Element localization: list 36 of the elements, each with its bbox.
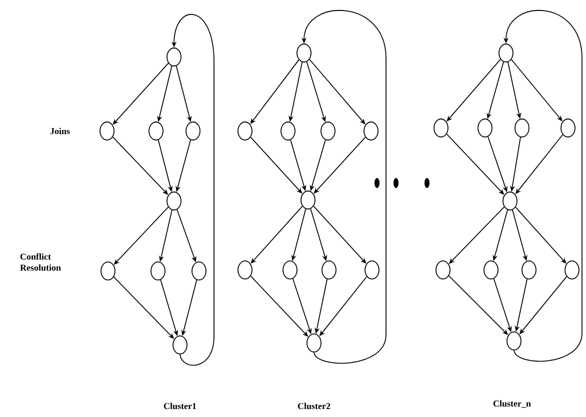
- node-ellipse: [522, 260, 536, 280]
- node-ellipse: [436, 260, 450, 280]
- node-ellipse: [514, 118, 530, 138]
- cluster-label: Cluster_n: [493, 400, 531, 408]
- row-label: Joins: [50, 128, 70, 134]
- node-ellipse: [498, 44, 514, 62]
- cluster-label: Cluster1: [164, 402, 196, 410]
- node-ellipse: [434, 118, 448, 138]
- node-ellipse: [484, 260, 498, 280]
- node-ellipse: [306, 334, 322, 352]
- node-ellipse: [100, 122, 114, 140]
- node-ellipse: [560, 118, 576, 138]
- node-ellipse: [192, 262, 206, 280]
- node-ellipse: [296, 44, 312, 62]
- node-ellipse: [186, 122, 200, 140]
- node-ellipse: [364, 122, 378, 140]
- node-ellipse: [238, 122, 252, 140]
- node-ellipse: [506, 332, 522, 350]
- node-ellipse: [502, 192, 518, 210]
- node-ellipse: [238, 260, 252, 280]
- node-ellipse: [172, 336, 188, 354]
- node-ellipse: [148, 122, 164, 140]
- node-ellipse: [280, 122, 296, 140]
- node-ellipse: [322, 260, 336, 280]
- node-ellipse: [166, 192, 182, 210]
- node-ellipse: [478, 118, 492, 138]
- node-ellipse: [320, 122, 336, 140]
- node-ellipse: [282, 260, 298, 280]
- node-ellipse: [150, 262, 166, 280]
- node-ellipse: [300, 190, 316, 210]
- node-ellipse: [364, 260, 380, 280]
- node-ellipse: [100, 262, 116, 280]
- cluster-label: Cluster2: [298, 402, 330, 410]
- row-label: Conflict Resolution: [20, 253, 61, 271]
- node-ellipse: [166, 48, 182, 66]
- node-ellipse: [564, 260, 580, 280]
